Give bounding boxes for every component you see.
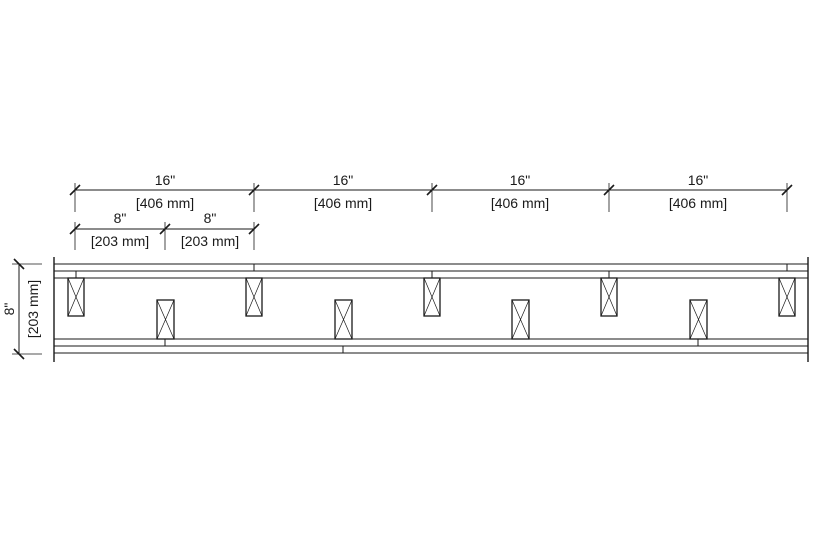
dimension-tick: [248, 184, 260, 196]
dimension-tick: [781, 184, 793, 196]
dimension-label-imperial: 16": [333, 172, 354, 188]
dimension-label-imperial: 16": [510, 172, 531, 188]
dimension-tick: [248, 223, 260, 235]
dimension-label-metric: [406 mm]: [669, 195, 727, 211]
gypsum-board-bottom-outer: [53, 345, 809, 354]
dimension-label-imperial: 16": [688, 172, 709, 188]
dimension-wall-thickness: 8" [203 mm]: [1, 258, 42, 360]
stud: [334, 299, 353, 340]
dimension-tick: [13, 348, 25, 360]
dimension-label-imperial: 8": [204, 210, 217, 226]
stud: [67, 277, 85, 317]
dimension-row-8: 8" [203 mm] 8" [203 mm]: [69, 210, 260, 250]
stud: [423, 277, 441, 317]
stud: [689, 299, 708, 340]
stud: [778, 277, 796, 317]
dimension-tick: [603, 184, 615, 196]
dimension-label-metric: [203 mm]: [181, 233, 239, 249]
dimension-label-imperial: 16": [155, 172, 176, 188]
dimension-label-metric: [406 mm]: [314, 195, 372, 211]
dimension-tick: [13, 258, 25, 270]
gypsum-board-top-outer: [53, 263, 809, 272]
dimension-tick: [69, 223, 81, 235]
stud: [156, 299, 175, 340]
stud: [245, 277, 263, 317]
gypsum-board-top-inner: [53, 270, 809, 279]
dimension-tick: [426, 184, 438, 196]
stud: [511, 299, 530, 340]
dimension-label-imperial: 8": [1, 303, 17, 316]
wall-assembly: [53, 257, 809, 362]
dimension-row-16: 16" [406 mm] 16" [406 mm] 16" [406 mm] 1…: [69, 172, 793, 212]
dimension-label-metric: [203 mm]: [91, 233, 149, 249]
gypsum-board-bottom-inner: [53, 338, 809, 347]
dimension-tick: [159, 223, 171, 235]
dimension-tick: [69, 184, 81, 196]
dimension-label-metric: [406 mm]: [491, 195, 549, 211]
stud: [600, 277, 618, 317]
dimension-label-metric: [203 mm]: [25, 280, 41, 338]
dimension-label-imperial: 8": [114, 210, 127, 226]
dimension-label-metric: [406 mm]: [136, 195, 194, 211]
